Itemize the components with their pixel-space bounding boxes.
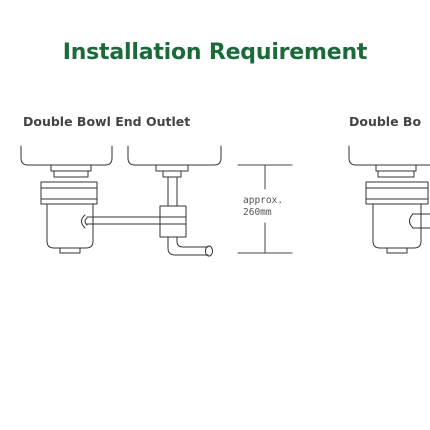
dimension-label-line2: 260mm [243,207,272,218]
right-diagram-sink-bowl [348,145,430,166]
right-sink-bowl [127,145,222,166]
page-title: Installation Requirement [62,40,368,65]
tailpiece-trap [155,164,213,257]
section-label-double-bowl-cropped: Double Bo [349,114,422,129]
dimension-label-line1: approx. [243,195,283,206]
drain-pipe [86,216,161,225]
left-sink-bowl [20,145,113,166]
disposer-unit-right [365,164,430,254]
disposer-unit-left [40,164,98,254]
dimension-indicator [237,164,293,254]
section-label-double-bowl-end-outlet: Double Bowl End Outlet [23,114,191,129]
